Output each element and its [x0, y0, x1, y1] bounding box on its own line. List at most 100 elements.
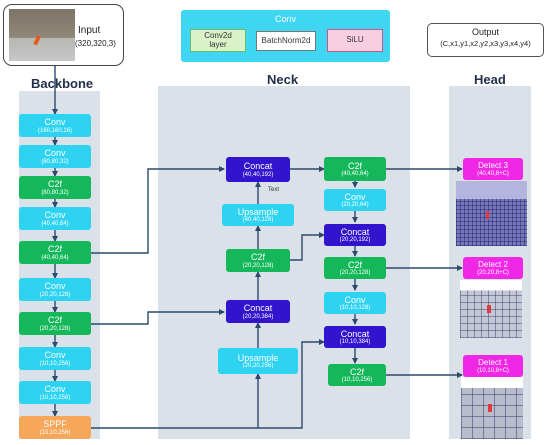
- block-shape: (10,10,256): [39, 360, 71, 367]
- block-shape: (10,10,256): [39, 394, 71, 401]
- block-shape: (20,20,64): [341, 202, 369, 209]
- backbone-conv-1: Conv (160,160,16): [19, 114, 91, 137]
- block-shape: (40,40,64): [41, 254, 69, 261]
- backbone-title: Backbone: [31, 76, 94, 91]
- block-shape: (40,40,192): [242, 171, 274, 178]
- neck-concat-40: Concat (40,40,192): [226, 157, 290, 182]
- conv-legend-title: Conv: [275, 14, 297, 24]
- output-shape: (C,x1,y1,x2,y2,x3,y3,x4,y4): [440, 39, 531, 48]
- block-shape: (10,10,384): [339, 339, 371, 346]
- block-name: Upsample: [237, 352, 279, 363]
- block-name: Detect 1: [478, 358, 508, 368]
- neck-conv-20: Conv (20,20,64): [324, 189, 386, 211]
- block-shape: (20,20,128): [39, 291, 71, 298]
- block-shape: (40,40,64): [41, 220, 69, 227]
- detect-1-feature-map: [461, 377, 523, 439]
- legend-conv2d: Conv2d layer: [190, 29, 246, 52]
- arrow-sppf-to-upsample: [91, 373, 261, 429]
- block-name: C2f: [47, 244, 62, 255]
- block-shape: (160,160,16): [37, 127, 73, 134]
- block-shape: (20,20,8+C): [477, 269, 509, 276]
- detected-object-marker: [487, 305, 491, 313]
- legend-batchnorm: BatchNorm2d: [256, 31, 316, 51]
- detect-3: Detect 3 (40,40,8+C): [463, 158, 523, 180]
- neck-c2f-40: C2f (40,40,64): [324, 157, 386, 181]
- arrow-c2f4-to-concat1: [91, 166, 225, 254]
- detect-2-feature-map: [460, 280, 522, 338]
- block-name: Detect 3: [478, 161, 508, 171]
- input-image-thumbnail: [9, 9, 75, 61]
- backbone-sppf: SPPF (10,10,256): [19, 416, 91, 439]
- detect-2: Detect 2 (20,20,8+C): [463, 257, 523, 279]
- block-name: Conv: [44, 117, 66, 128]
- block-name: SPPF: [43, 419, 67, 430]
- block-name: C2f: [347, 160, 362, 171]
- backbone-c2f-2: C2f (40,40,64): [19, 241, 91, 264]
- neck-concat-10: Concat (10,10,384): [324, 326, 386, 348]
- neck-title: Neck: [267, 72, 299, 87]
- block-name: Conv: [44, 148, 66, 159]
- block-name: Concat: [243, 161, 273, 172]
- block-name: Conv: [44, 210, 66, 221]
- block-shape: (20,20,128): [339, 270, 371, 277]
- block-shape: (20,20,128): [39, 325, 71, 332]
- neck-concat-20-192: Concat (20,20,192): [324, 224, 386, 246]
- detected-object-marker: [488, 404, 492, 412]
- block-name: Conv: [44, 281, 66, 292]
- backbone-c2f-3: C2f (20,20,128): [19, 312, 91, 335]
- block-name: Concat: [243, 303, 273, 314]
- block-name: Conv: [44, 384, 66, 395]
- input-box: Input (320,320,3): [3, 4, 124, 66]
- legend-silu: SiLU: [327, 29, 383, 52]
- legend-conv2d-label: Conv2d layer: [204, 30, 232, 49]
- block-name: Conv: [344, 191, 366, 202]
- neck-c2f-20: C2f (20,20,128): [226, 249, 290, 272]
- block-shape: (40,40,128): [242, 217, 274, 224]
- block-name: Upsample: [237, 206, 279, 217]
- arrow-c2f-to-concat-20: [290, 232, 325, 261]
- block-shape: (80,80,32): [41, 158, 69, 165]
- block-name: Concat: [340, 328, 370, 339]
- backbone-conv-6: Conv (10,10,256): [19, 381, 91, 404]
- backbone-conv-5: Conv (10,10,256): [19, 347, 91, 370]
- backbone-conv-3: Conv (40,40,64): [19, 207, 91, 230]
- neck-c2f-20-128: C2f (20,20,128): [324, 257, 386, 279]
- block-shape: (10,10,256): [341, 377, 373, 384]
- block-name: C2f: [250, 252, 265, 263]
- head-title: Head: [474, 72, 506, 87]
- block-shape: (10,10,256): [39, 429, 71, 436]
- neck-upsample-40: Upsample (40,40,128): [222, 204, 294, 226]
- backbone-c2f-1: C2f (80,80,32): [19, 176, 91, 199]
- text-annotation: Text: [268, 187, 280, 193]
- neck-concat-20-384: Concat (20,20,384): [226, 300, 290, 323]
- block-shape: (20,20,384): [242, 313, 274, 320]
- block-name: C2f: [47, 179, 62, 190]
- input-label: Input: [78, 25, 101, 36]
- neck-upsample-20: Upsample (20,20,256): [218, 348, 298, 374]
- legend-silu-label: SiLU: [346, 35, 364, 45]
- output-label: Output: [471, 27, 500, 37]
- block-shape: (10,10,8+C): [477, 367, 509, 374]
- detected-object-marker: [486, 211, 489, 219]
- block-shape: (20,20,128): [242, 262, 274, 269]
- output-box: Output (C,x1,y1,x2,y2,x3,y3,x4,y4): [427, 23, 544, 57]
- backbone-conv-2: Conv (80,80,32): [19, 145, 91, 168]
- detect-1: Detect 1 (10,10,8+C): [463, 355, 523, 377]
- block-shape: (20,20,192): [339, 237, 371, 244]
- block-name: Detect 2: [478, 260, 508, 270]
- block-name: C2f: [347, 259, 362, 270]
- block-shape: (40,40,8+C): [477, 170, 509, 177]
- legend-batchnorm-label: BatchNorm2d: [261, 35, 311, 45]
- backbone-conv-4: Conv (20,20,128): [19, 278, 91, 301]
- block-shape: (10,10,128): [339, 305, 371, 312]
- block-name: Conv: [344, 294, 366, 305]
- arrow-sppf-to-concat-10: [258, 339, 325, 429]
- block-name: C2f: [47, 315, 62, 326]
- arrow-c2f6-to-concat4: [91, 309, 225, 325]
- block-name: C2f: [349, 366, 364, 377]
- neck-conv-10: Conv (10,10,128): [324, 292, 386, 314]
- detect-3-feature-map: [456, 181, 527, 246]
- block-shape: (40,40,64): [341, 171, 369, 178]
- block-shape: (20,20,256): [242, 363, 274, 370]
